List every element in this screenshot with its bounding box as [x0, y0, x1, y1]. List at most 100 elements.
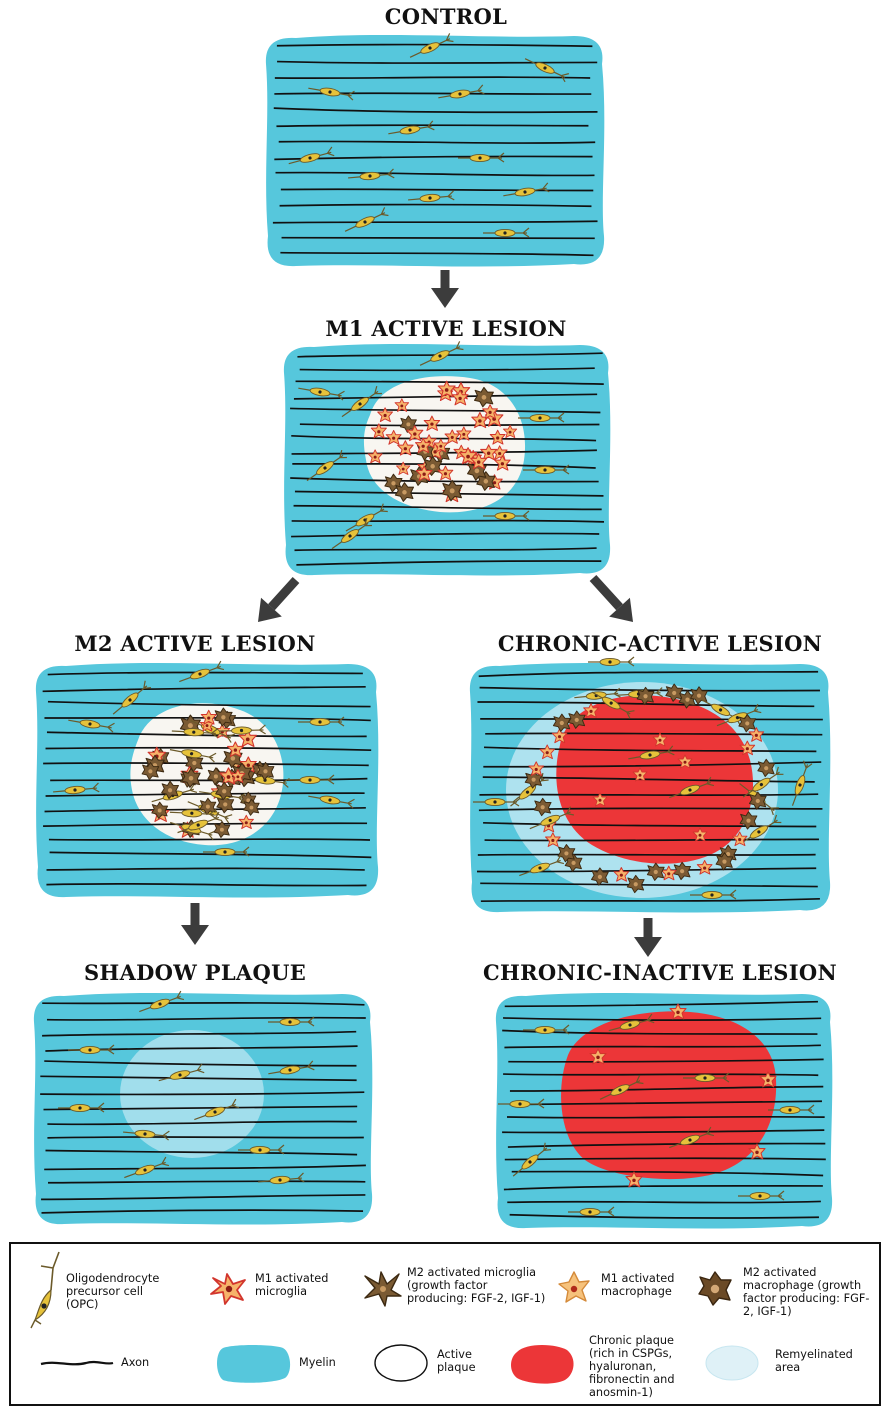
panel-chronic-active [469, 656, 831, 913]
opc-cell [179, 660, 225, 683]
opc-cell [690, 889, 737, 900]
opc-cell [345, 503, 388, 532]
axon [40, 1091, 365, 1096]
axon [44, 1164, 366, 1171]
opc-cell [194, 1098, 240, 1121]
opc-cell [298, 716, 345, 727]
m1-macrophage [589, 1048, 607, 1065]
panel-control [265, 33, 605, 267]
m2-macrophage [626, 874, 645, 894]
opc-cell [742, 766, 784, 798]
axon [272, 220, 598, 224]
chronic-plaque-swatch-icon [511, 1345, 574, 1384]
legend-label-m2-microglia: M2 activated microglia (growth factor pr… [407, 1266, 546, 1305]
axon [502, 1129, 825, 1134]
opc-cell [591, 691, 635, 719]
opc-cell [58, 1102, 105, 1113]
opc-cell [669, 1126, 715, 1149]
panel-title-chronic-active: CHRONIC-ACTIVE LESION [497, 631, 823, 656]
m1-macrophage [583, 703, 599, 718]
legend-label-m2-macrophage: M2 activated macrophage (growth factor p… [743, 1266, 870, 1318]
opc-cell [177, 811, 223, 834]
axon [483, 746, 817, 753]
m1-macrophage [539, 744, 556, 760]
m2-macrophage [215, 781, 234, 801]
opc-cell [791, 760, 813, 806]
m1-macrophage [444, 429, 460, 444]
axon [277, 60, 598, 64]
axon [276, 124, 589, 128]
m1-macrophage [367, 449, 383, 464]
opc-cell [169, 749, 217, 763]
m2-macrophage [524, 770, 543, 789]
m2-macrophage [715, 852, 734, 871]
axon [506, 1115, 825, 1119]
axon [299, 367, 595, 372]
m2-macrophage [591, 867, 609, 886]
opc-cell [409, 33, 454, 58]
m2-macrophage [552, 713, 571, 732]
m2-macrophage [533, 797, 552, 817]
axon [508, 1058, 824, 1063]
arrow [589, 574, 633, 622]
m1-macrophage [230, 769, 246, 783]
opc-cell [483, 227, 530, 238]
legend-label-chronic-plaque: Chronic plaque (rich in CSPGs, hyalurona… [589, 1334, 675, 1399]
m1-macrophage [456, 426, 472, 441]
m1-macrophage [545, 832, 561, 847]
m1-macrophage [377, 407, 393, 423]
m1-macrophage [613, 867, 630, 882]
legend-label-m1-microglia: M1 activated microglia [255, 1272, 329, 1298]
opc-cell [512, 1142, 552, 1177]
axon [281, 236, 595, 240]
m2-macrophage [399, 415, 417, 433]
axon [478, 807, 823, 812]
opc-cell [716, 703, 762, 727]
opc-cell [739, 814, 782, 845]
m2-macrophage [739, 811, 758, 830]
opc-cell [503, 182, 550, 197]
m2-macrophage [199, 797, 217, 816]
panel-title-m2: M2 ACTIVE LESION [74, 631, 316, 656]
arrow [431, 270, 459, 308]
m1-macrophage [528, 761, 545, 776]
axon [44, 1060, 357, 1067]
axon [503, 1184, 823, 1191]
axon [483, 821, 817, 828]
m2-macrophage [738, 714, 757, 733]
m1-macrophage [692, 827, 708, 842]
m1-macrophage [748, 1143, 766, 1160]
opc-cell [268, 1016, 315, 1027]
axon [49, 851, 372, 859]
axon [485, 732, 823, 736]
opc-cell [158, 1063, 205, 1082]
arrow [258, 576, 300, 622]
axon [477, 853, 816, 856]
axon [296, 560, 602, 566]
m1-macrophage [502, 424, 518, 439]
axon [484, 838, 819, 842]
m1-macrophage [227, 741, 244, 757]
opc-cell [419, 341, 464, 366]
opc-cell [331, 517, 372, 550]
axon [280, 188, 594, 192]
legend-label-axon: Axon [121, 1356, 150, 1369]
axon [509, 1100, 822, 1106]
m2-macrophage [474, 386, 494, 408]
opc-cell [341, 385, 382, 418]
axon [45, 746, 372, 752]
axon [507, 1142, 826, 1148]
opc-cell [738, 1190, 785, 1201]
axon [504, 1000, 818, 1008]
axon [299, 423, 600, 427]
opc-cell [123, 1129, 170, 1141]
axon [45, 792, 365, 797]
opc-cell [288, 146, 335, 165]
m2-macrophage [141, 762, 160, 781]
myelin-swatch-icon [217, 1345, 291, 1383]
opc-cell [388, 120, 435, 135]
opc-cell [588, 656, 635, 667]
axon [482, 776, 815, 783]
axon [509, 1213, 819, 1219]
axon [290, 477, 599, 483]
